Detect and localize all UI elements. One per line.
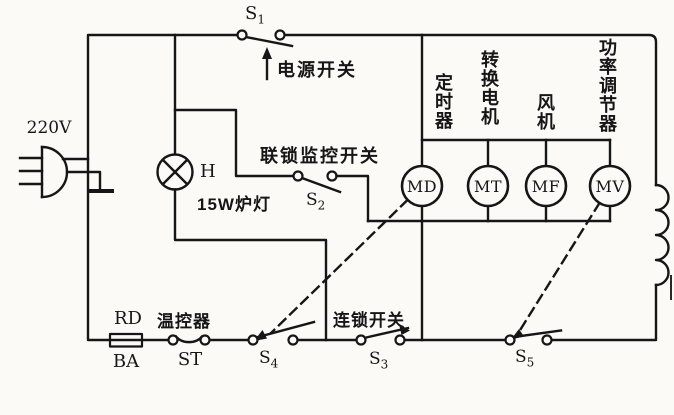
switch-s3-symbol	[355, 324, 410, 346]
motor-name-timer: 定时器	[433, 73, 453, 130]
linkage-md-s4	[269, 198, 410, 335]
s5-label: S5	[515, 347, 535, 370]
motor-id-mt: MT	[473, 177, 503, 196]
interlock-switch-label: 连锁开关	[333, 311, 405, 330]
fuse-label-ba: BA	[112, 351, 140, 372]
fuse-symbol	[108, 332, 144, 348]
motor-name-power-regulator: 功率调节器	[597, 38, 617, 133]
lamp-symbol	[156, 33, 328, 342]
s2-label: S2	[306, 190, 326, 213]
s2-branch-wire	[173, 108, 295, 178]
motor-circle-mv	[588, 164, 632, 208]
power-switch-label: 电源开关	[277, 60, 357, 80]
switch-s1-symbol	[236, 29, 294, 48]
s4-label: S4	[259, 348, 279, 371]
lamp-spec-label: 15W炉灯	[197, 195, 271, 214]
motor-bottom-stubs	[486, 204, 612, 223]
voltage-label: 220V	[26, 118, 72, 138]
linkage-mv-s5	[515, 201, 602, 337]
fuse-label-rd: RD	[114, 308, 142, 329]
s2-to-bus-wire	[335, 174, 370, 223]
motor-id-mv: MV	[595, 177, 625, 196]
lamp-id-label: H	[200, 161, 216, 182]
motor-name-turntable-motor: 转换电机	[479, 50, 499, 126]
motor-circle-md	[400, 164, 444, 208]
s1-arrow	[262, 47, 272, 81]
s3-label: S3	[369, 349, 389, 372]
motor-name-fan: 风机	[535, 93, 555, 131]
motor-id-mf: MF	[531, 177, 561, 196]
coil-symbol	[654, 183, 670, 287]
switch-s5-symbol	[504, 329, 563, 346]
power-plug-symbol	[18, 145, 102, 199]
interlock-monitor-label: 联锁监控开关	[260, 146, 380, 166]
motor-top-stubs	[486, 138, 612, 168]
top-rail-right-wire	[283, 33, 658, 187]
motor-circle-mt	[466, 164, 510, 208]
s1-label: S1	[245, 3, 265, 27]
thermostat-id-label: ST	[177, 349, 203, 370]
switch-s4-symbol	[247, 320, 316, 346]
top-rail-left-wire	[86, 33, 239, 342]
motor-circle-mf	[524, 164, 568, 208]
switch-s2-symbol	[292, 170, 342, 194]
right-bottom-wire	[550, 283, 658, 342]
thermostat-label: 温控器	[157, 312, 211, 331]
motor-id-md: MD	[406, 177, 438, 196]
thermostat-symbol	[167, 334, 211, 346]
